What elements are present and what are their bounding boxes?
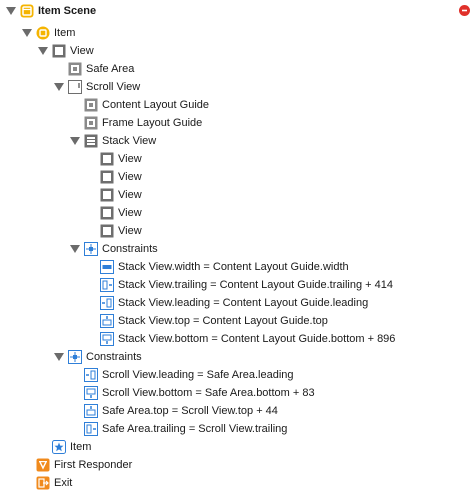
constraint-label: Stack View.width = Content Layout Guide.… bbox=[118, 261, 349, 273]
view-label: View bbox=[70, 45, 94, 57]
stack-constraints-label: Constraints bbox=[102, 243, 158, 255]
content-layout-guide-label: Content Layout Guide bbox=[102, 99, 210, 111]
layout-guide-icon bbox=[68, 62, 82, 76]
disclosure-triangle-icon[interactable] bbox=[21, 24, 33, 42]
constraint-label: Stack View.top = Content Layout Guide.to… bbox=[118, 315, 328, 327]
first-responder-label: First Responder bbox=[54, 459, 133, 471]
frame-layout-guide-label: Frame Layout Guide bbox=[102, 117, 203, 129]
exit-icon bbox=[36, 476, 50, 490]
scene-title: Item Scene bbox=[38, 5, 97, 17]
stack-child-view-label: View bbox=[118, 207, 142, 219]
scroll-view-label: Scroll View bbox=[86, 81, 141, 93]
stack-child-view-label: View bbox=[118, 171, 142, 183]
first-responder-icon bbox=[36, 458, 50, 472]
trailing-constraint-icon bbox=[100, 278, 114, 292]
layout-guide-icon bbox=[84, 116, 98, 130]
scroll-view-icon bbox=[68, 80, 82, 94]
outline-row-stack-child-view[interactable]: View bbox=[0, 222, 471, 240]
view-icon bbox=[100, 224, 114, 238]
outline-row-scroll-view[interactable]: Scroll View bbox=[0, 78, 471, 96]
outline-row-constraint[interactable]: Stack View.top = Content Layout Guide.to… bbox=[0, 312, 471, 330]
disclosure-triangle-icon[interactable] bbox=[69, 240, 81, 258]
outline-row-item-scene[interactable]: Item Scene bbox=[0, 2, 471, 20]
width-constraint-icon bbox=[100, 260, 114, 274]
disclosure-triangle-icon[interactable] bbox=[37, 42, 49, 60]
stack-child-view-label: View bbox=[118, 153, 142, 165]
outline-row-constraint[interactable]: Stack View.trailing = Content Layout Gui… bbox=[0, 276, 471, 294]
scene-icon bbox=[20, 4, 34, 18]
constraint-label: Safe Area.trailing = Scroll View.trailin… bbox=[102, 423, 288, 435]
exit-label: Exit bbox=[54, 477, 73, 489]
leading-constraint-icon bbox=[100, 296, 114, 310]
view-icon bbox=[100, 152, 114, 166]
outline-row-stack-child-view[interactable]: View bbox=[0, 150, 471, 168]
outline-row-view-constraints[interactable]: Constraints bbox=[0, 348, 471, 366]
view-icon bbox=[100, 188, 114, 202]
outline-row-item-controller[interactable]: Item bbox=[0, 24, 471, 42]
constraint-label: Stack View.bottom = Content Layout Guide… bbox=[118, 333, 396, 345]
top-constraint-icon bbox=[100, 314, 114, 328]
outline-row-first-responder[interactable]: First Responder bbox=[0, 456, 471, 474]
leading-constraint-icon bbox=[84, 368, 98, 382]
constraints-icon bbox=[68, 350, 82, 364]
view-constraints-label: Constraints bbox=[86, 351, 142, 363]
disclosure-triangle-icon[interactable] bbox=[53, 348, 65, 366]
layout-guide-icon bbox=[84, 98, 98, 112]
constraint-label: Scroll View.leading = Safe Area.leading bbox=[102, 369, 294, 381]
stack-child-view-label: View bbox=[118, 225, 142, 237]
outline-row-exit[interactable]: Exit bbox=[0, 474, 471, 492]
outline-row-content-layout-guide[interactable]: Content Layout Guide bbox=[0, 96, 471, 114]
star-icon bbox=[52, 440, 66, 454]
outline-row-view[interactable]: View bbox=[0, 42, 471, 60]
top-constraint-icon bbox=[84, 404, 98, 418]
view-icon bbox=[100, 206, 114, 220]
stack-view-icon bbox=[84, 134, 98, 148]
safe-area-label: Safe Area bbox=[86, 63, 135, 75]
outline-row-constraint[interactable]: Stack View.bottom = Content Layout Guide… bbox=[0, 330, 471, 348]
stack-child-view-label: View bbox=[118, 189, 142, 201]
view-icon bbox=[52, 44, 66, 58]
constraint-label: Scroll View.bottom = Safe Area.bottom + … bbox=[102, 387, 315, 399]
outline-row-stack-child-view[interactable]: View bbox=[0, 204, 471, 222]
outline-row-stack-view[interactable]: Stack View bbox=[0, 132, 471, 150]
outline-row-stack-child-view[interactable]: View bbox=[0, 186, 471, 204]
bottom-constraint-icon bbox=[84, 386, 98, 400]
constraint-label: Stack View.leading = Content Layout Guid… bbox=[118, 297, 369, 309]
close-icon[interactable] bbox=[459, 5, 470, 16]
outline-row-constraint[interactable]: Safe Area.trailing = Scroll View.trailin… bbox=[0, 420, 471, 438]
disclosure-triangle-icon[interactable] bbox=[53, 78, 65, 96]
view-icon bbox=[100, 170, 114, 184]
tab-bar-item-label: Item bbox=[70, 441, 92, 453]
outline-row-constraint[interactable]: Scroll View.bottom = Safe Area.bottom + … bbox=[0, 384, 471, 402]
bottom-constraint-icon bbox=[100, 332, 114, 346]
disclosure-triangle-icon[interactable] bbox=[5, 2, 17, 20]
trailing-constraint-icon bbox=[84, 422, 98, 436]
outline-row-frame-layout-guide[interactable]: Frame Layout Guide bbox=[0, 114, 471, 132]
item-controller-label: Item bbox=[54, 27, 76, 39]
stack-view-label: Stack View bbox=[102, 135, 157, 147]
outline-row-safe-area[interactable]: Safe Area bbox=[0, 60, 471, 78]
outline-row-stack-constraints[interactable]: Constraints bbox=[0, 240, 471, 258]
outline-row-constraint[interactable]: Safe Area.top = Scroll View.top + 44 bbox=[0, 402, 471, 420]
disclosure-triangle-icon[interactable] bbox=[69, 132, 81, 150]
view-controller-icon bbox=[36, 26, 50, 40]
outline-row-stack-child-view[interactable]: View bbox=[0, 168, 471, 186]
outline-row-constraint[interactable]: Scroll View.leading = Safe Area.leading bbox=[0, 366, 471, 384]
constraint-label: Safe Area.top = Scroll View.top + 44 bbox=[102, 405, 278, 417]
constraints-icon bbox=[84, 242, 98, 256]
outline-row-tab-bar-item[interactable]: Item bbox=[0, 438, 471, 456]
outline-row-constraint[interactable]: Stack View.leading = Content Layout Guid… bbox=[0, 294, 471, 312]
outline-row-constraint[interactable]: Stack View.width = Content Layout Guide.… bbox=[0, 258, 471, 276]
constraint-label: Stack View.trailing = Content Layout Gui… bbox=[118, 279, 393, 291]
